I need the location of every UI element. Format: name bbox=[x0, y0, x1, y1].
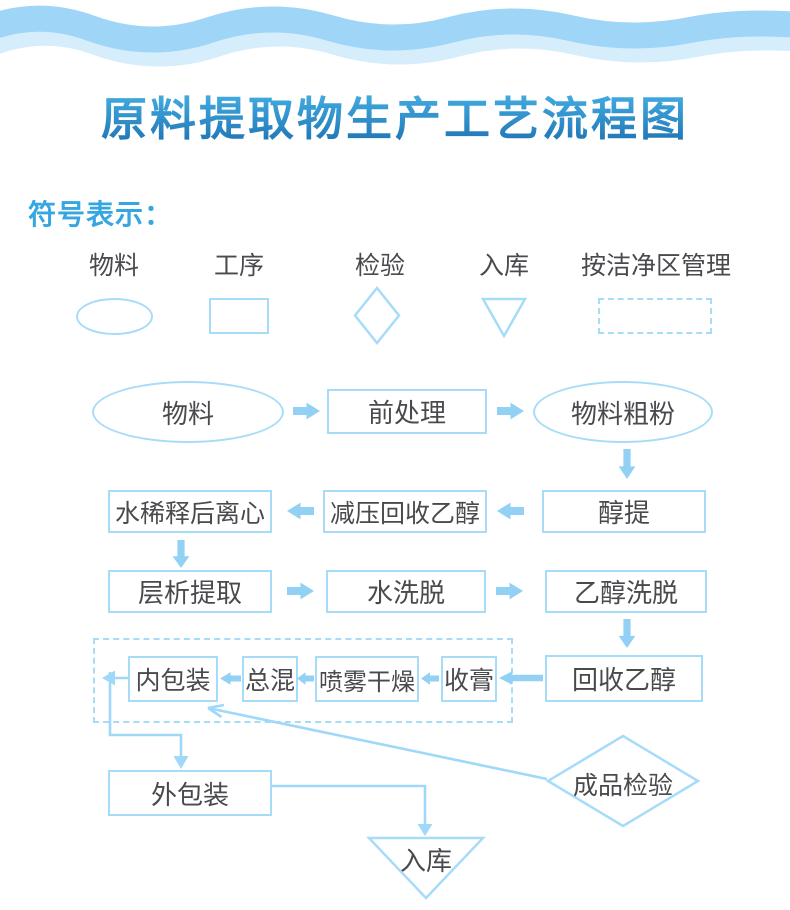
node-dilute-centrifuge: 水稀释后离心 bbox=[108, 490, 272, 533]
node-inner-packaging: 内包装 bbox=[128, 656, 218, 702]
node-finished-inspection-label: 成品检验 bbox=[572, 772, 673, 800]
legend-label-material: 物料 bbox=[88, 252, 140, 280]
legend-ellipse-shape bbox=[76, 298, 153, 335]
legend-label-process: 工序 bbox=[213, 252, 265, 280]
arrow-vacuum-recover-to-dilute-centrifuge bbox=[287, 502, 314, 520]
connector-outer-to-warehousing bbox=[272, 784, 427, 826]
arrow-chromatography-to-water-elution bbox=[287, 582, 314, 600]
node-outer-packaging: 外包装 bbox=[108, 770, 272, 816]
arrow-water-elution-to-ethanol-elution bbox=[496, 582, 523, 600]
node-finished-inspection-shape bbox=[545, 734, 701, 828]
node-spray-drying: 喷雾干燥 bbox=[315, 656, 419, 702]
arrow-dilute-centrifuge-to-chromatography bbox=[172, 540, 190, 568]
node-warehousing-shape bbox=[366, 836, 486, 900]
node-water-elution: 水洗脱 bbox=[326, 570, 486, 613]
node-recover-ethanol: 回收乙醇 bbox=[545, 655, 703, 702]
node-pretreatment: 前处理 bbox=[327, 389, 487, 434]
page-title: 原料提取物生产工艺流程图 bbox=[0, 88, 790, 150]
node-total-mixing: 总混 bbox=[242, 656, 298, 702]
wave-banner bbox=[0, 5, 790, 67]
legend-rect-shape bbox=[209, 298, 269, 334]
legend-label-clean-area: 按洁净区管理 bbox=[580, 252, 732, 280]
legend-dashed-rect-shape bbox=[598, 298, 712, 334]
arrow-material-to-pretreatment bbox=[293, 402, 320, 420]
legend-label-warehousing: 入库 bbox=[478, 252, 530, 280]
legend-triangle-shape bbox=[481, 297, 527, 338]
arrow-alcohol-extraction-to-vacuum-recover bbox=[497, 502, 524, 520]
node-ethanol-elution: 乙醇洗脱 bbox=[545, 570, 707, 613]
arrow-coarse-powder-to-alcohol-extraction bbox=[618, 449, 636, 479]
node-material: 物料 bbox=[92, 381, 284, 443]
node-chromatography: 层析提取 bbox=[108, 570, 272, 613]
node-vacuum-recover-ethanol: 减压回收乙醇 bbox=[323, 490, 487, 533]
node-coarse-powder: 物料粗粉 bbox=[533, 381, 713, 443]
node-alcohol-extraction: 醇提 bbox=[542, 490, 706, 533]
connector-down-arrowhead-icon bbox=[173, 756, 189, 769]
arrow-ethanol-elution-to-recover-ethanol bbox=[618, 619, 636, 648]
arrow-pretreatment-to-coarse-powder bbox=[497, 402, 524, 420]
legend-diamond-shape bbox=[353, 286, 401, 345]
legend-label-inspection: 检验 bbox=[354, 252, 406, 280]
node-collect-paste: 收膏 bbox=[441, 656, 497, 702]
legend-heading: 符号表示： bbox=[28, 199, 174, 230]
node-warehousing-label: 入库 bbox=[399, 846, 452, 876]
